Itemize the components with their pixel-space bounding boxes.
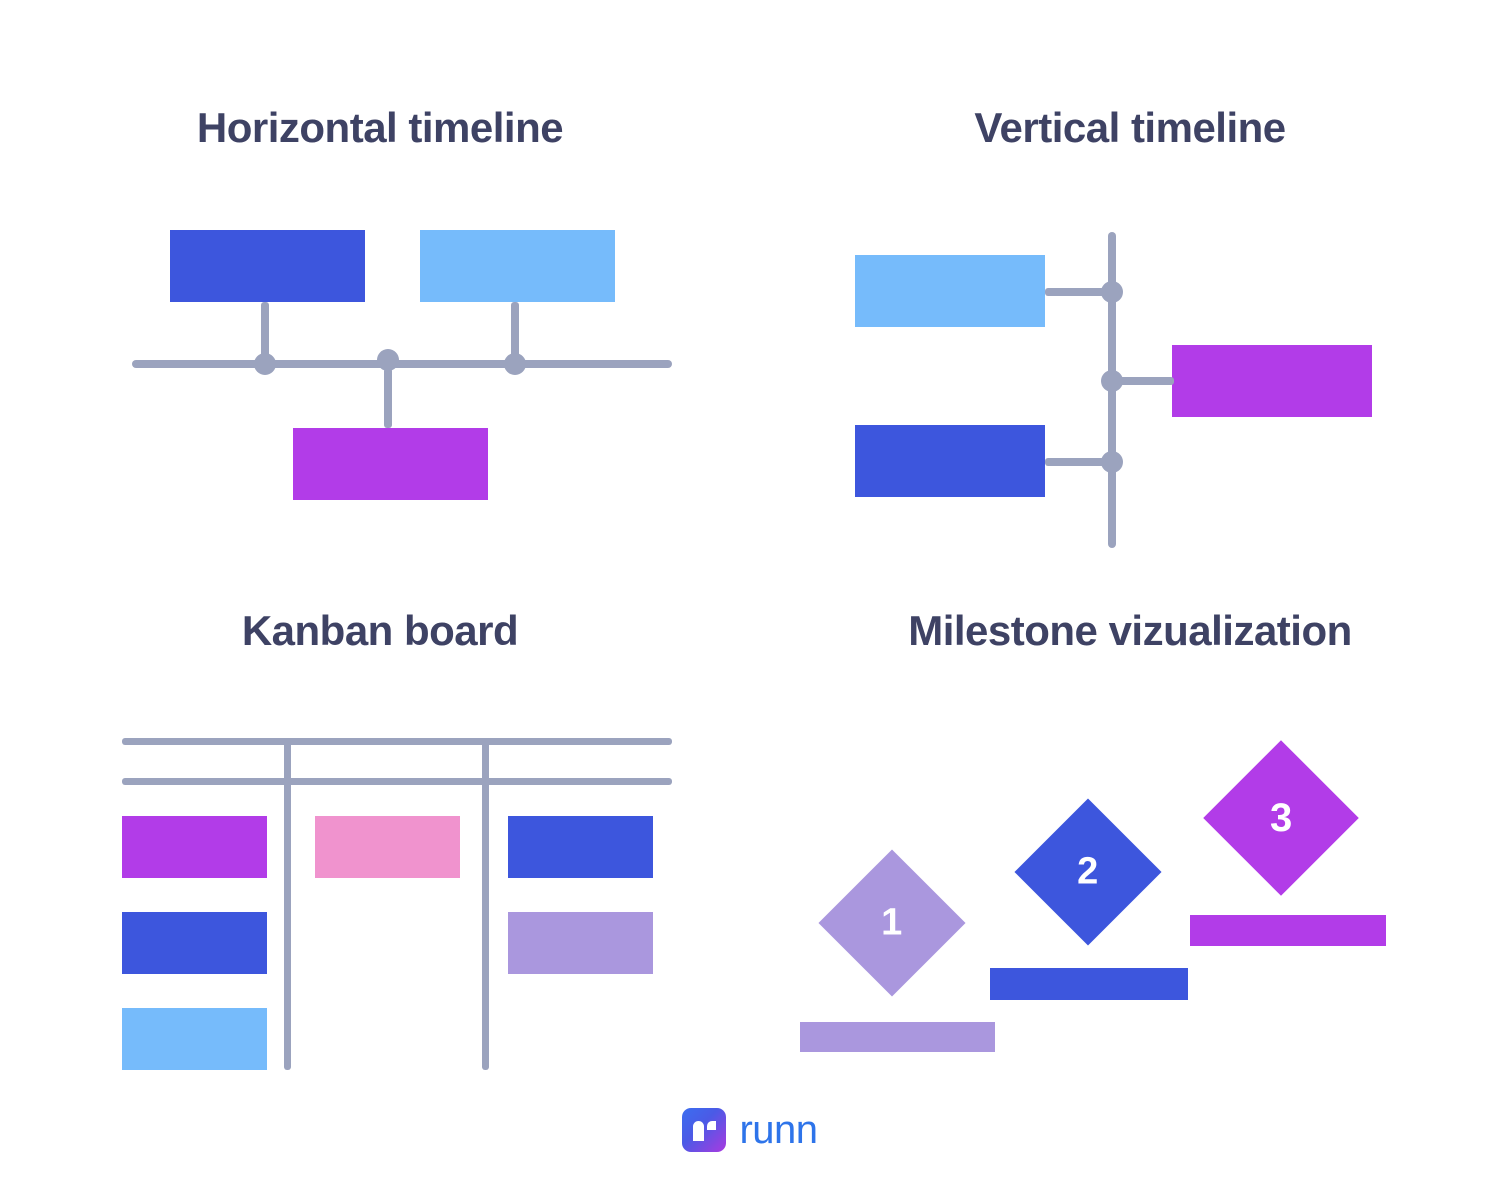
horizontal-timeline-connector-3: [384, 368, 392, 428]
kanban-column-divider-1: [284, 738, 291, 1070]
vertical-timeline-connector-1: [1045, 288, 1111, 296]
vertical-timeline-diagram: [760, 0, 1500, 600]
vertical-timeline-box-2[interactable]: [1172, 345, 1372, 417]
kanban-card-c1-2[interactable]: [122, 912, 267, 974]
milestone-number-1: 1: [881, 901, 903, 944]
kanban-card-c3-1[interactable]: [508, 816, 653, 878]
kanban-card-c3-2[interactable]: [508, 912, 653, 974]
brand-footer: runn: [0, 1100, 1500, 1160]
vertical-timeline-title: Vertical timeline: [974, 104, 1286, 151]
vertical-timeline-node-3[interactable]: [1101, 451, 1123, 473]
kanban-header-line-2: [122, 778, 672, 785]
horizontal-timeline-diagram: [0, 0, 760, 600]
vertical-timeline-connector-3: [1045, 458, 1111, 466]
milestone-bar-2[interactable]: [990, 968, 1188, 1000]
vertical-timeline-node-2[interactable]: [1101, 370, 1123, 392]
milestone-visualization-title: Milestone vizualization: [908, 607, 1352, 654]
vertical-timeline-box-3[interactable]: [855, 425, 1045, 497]
vertical-timeline-box-1[interactable]: [855, 255, 1045, 327]
horizontal-timeline-node-2[interactable]: [504, 353, 526, 375]
vertical-timeline-connector-2: [1116, 377, 1174, 385]
vertical-timeline-node-1[interactable]: [1101, 281, 1123, 303]
horizontal-timeline-box-1[interactable]: [170, 230, 365, 302]
milestone-visualization-diagram: 1 2 3: [760, 600, 1500, 1200]
horizontal-timeline-connector-1: [261, 302, 269, 362]
milestone-number-3: 3: [1269, 796, 1293, 840]
milestone-diamond-1[interactable]: 1: [818, 849, 966, 997]
logo-glyph-stem: [693, 1121, 705, 1141]
kanban-card-c1-1[interactable]: [122, 816, 267, 878]
horizontal-timeline-title: Horizontal timeline: [196, 104, 564, 151]
horizontal-timeline-box-3[interactable]: [293, 428, 488, 500]
milestone-bar-1[interactable]: [800, 1022, 995, 1052]
milestone-diamond-3[interactable]: 3: [1203, 740, 1359, 896]
kanban-board-title: Kanban board: [241, 607, 519, 654]
horizontal-timeline-box-2[interactable]: [420, 230, 615, 302]
horizontal-timeline-node-3[interactable]: [377, 349, 399, 371]
horizontal-timeline-connector-2: [511, 302, 519, 362]
horizontal-timeline-node-1[interactable]: [254, 353, 276, 375]
kanban-header-line-1: [122, 738, 672, 745]
horizontal-timeline-axis: [132, 360, 672, 368]
kanban-column-divider-2: [482, 738, 489, 1070]
milestone-diamond-2[interactable]: 2: [1014, 798, 1162, 946]
milestone-bar-3[interactable]: [1190, 915, 1386, 946]
milestone-number-2: 2: [1077, 850, 1099, 893]
kanban-board-diagram: [0, 600, 760, 1200]
brand-wordmark: runn: [739, 1107, 818, 1152]
kanban-card-c1-3[interactable]: [122, 1008, 267, 1070]
runn-logo-mark-icon: [682, 1108, 727, 1152]
kanban-card-c2-1[interactable]: [315, 816, 460, 878]
logo-glyph-flag: [707, 1121, 717, 1130]
